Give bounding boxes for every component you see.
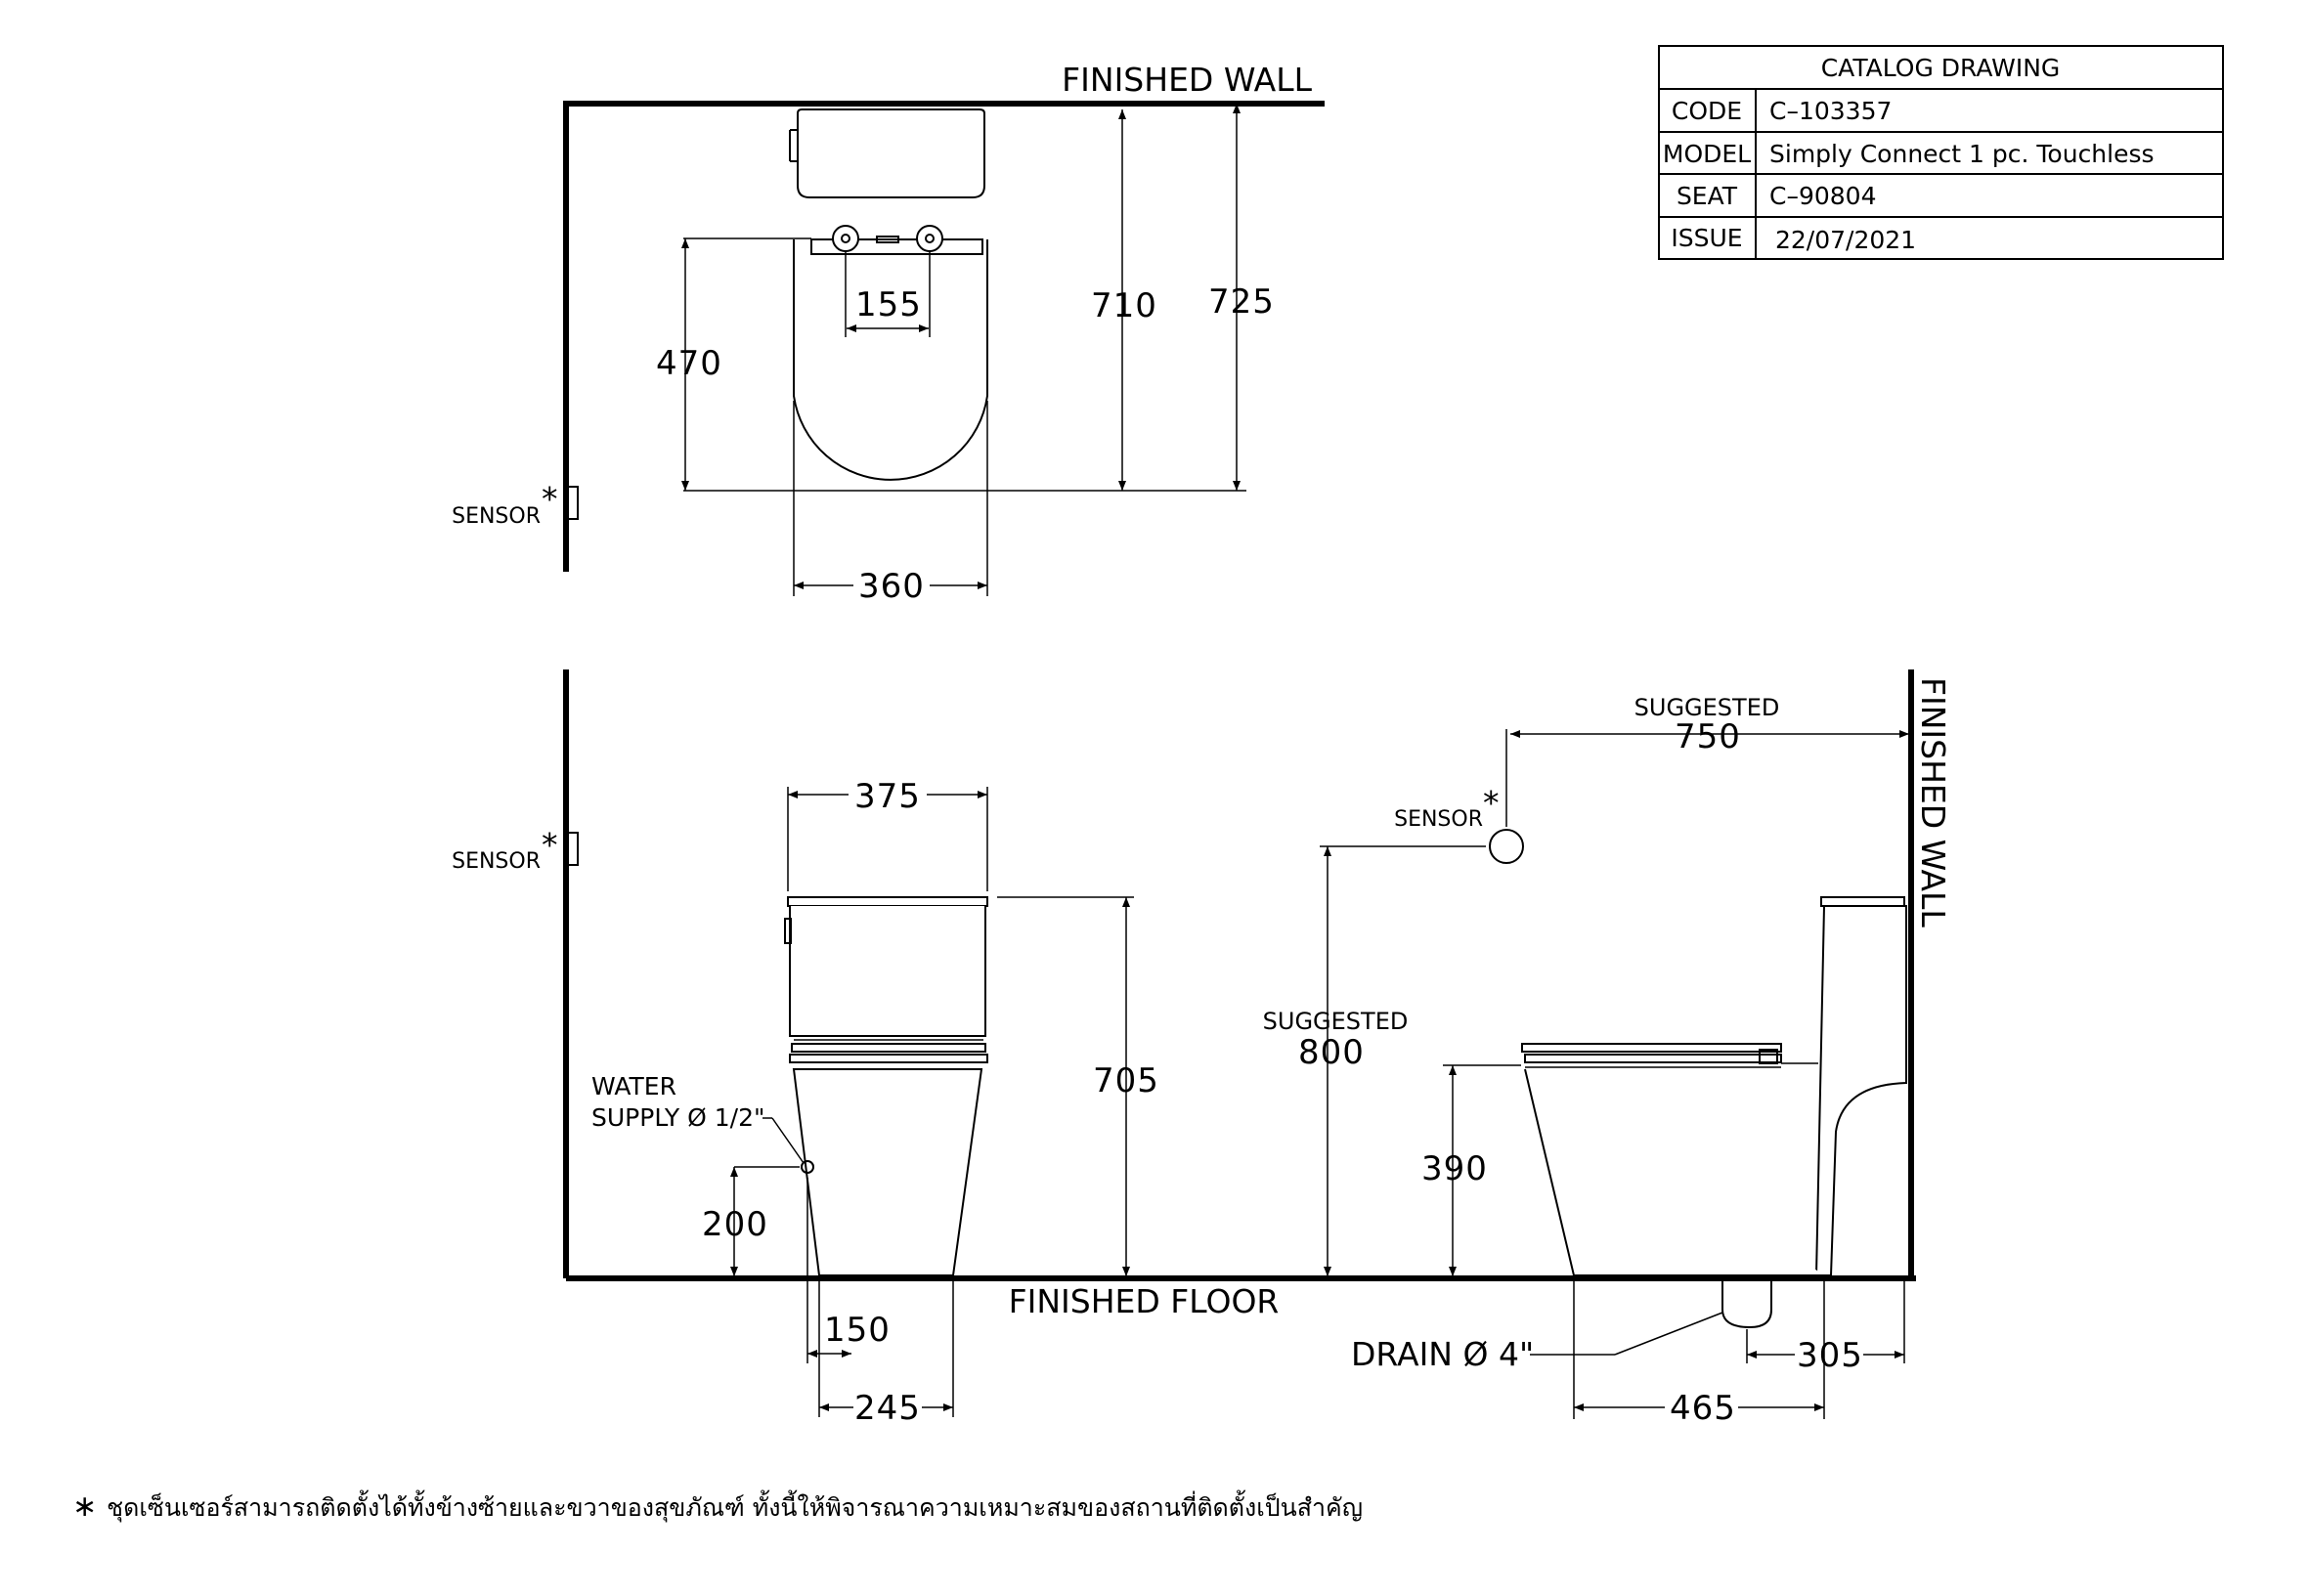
water-supply-label-line2: SUPPLY Ø 1/2" bbox=[591, 1103, 765, 1132]
finished-floor-label: FINISHED FLOOR bbox=[1009, 1282, 1280, 1320]
side-dim-390: 390 bbox=[1421, 1149, 1488, 1188]
front-tank-body bbox=[789, 906, 986, 1037]
code-value: C–103357 bbox=[1769, 97, 1892, 125]
side-view: FINISHED WALL SENSOR * DRAIN Ø 4" bbox=[1263, 669, 1952, 1428]
side-tank-body bbox=[1814, 905, 1907, 1276]
side-hinge bbox=[1759, 1049, 1778, 1064]
water-supply-label-line1: WATER bbox=[591, 1072, 676, 1100]
front-sensor-star-icon: * bbox=[542, 826, 558, 864]
plan-dim-470: 470 bbox=[656, 344, 722, 383]
suggested-label-800: SUGGESTED bbox=[1263, 1008, 1409, 1035]
front-dim-705: 705 bbox=[1093, 1061, 1159, 1100]
front-dim-375: 375 bbox=[854, 777, 921, 816]
footnote: ∗ ชุดเซ็นเซอร์สามารถติดตั้งได้ทั้งข้างซ้า… bbox=[72, 1492, 1363, 1523]
side-dim-800: 800 bbox=[1298, 1033, 1365, 1072]
front-sensor-box bbox=[566, 832, 579, 866]
front-seat-lid bbox=[791, 1043, 986, 1053]
plan-sensor-box bbox=[566, 486, 579, 520]
front-dim-150: 150 bbox=[824, 1311, 891, 1350]
footnote-text: ชุดเซ็นเซอร์สามารถติดตั้งได้ทั้งข้างซ้าย… bbox=[107, 1493, 1364, 1522]
plan-finished-wall-label: FINISHED WALL bbox=[1062, 61, 1312, 99]
suggested-label-750: SUGGESTED bbox=[1634, 694, 1780, 721]
front-view: FINISHED FLOOR SENSOR * WATER SUPPLY Ø 1… bbox=[452, 669, 1916, 1428]
front-dim-245: 245 bbox=[854, 1389, 921, 1428]
plan-bolt-right-icon bbox=[916, 225, 943, 252]
drain-label: DRAIN Ø 4" bbox=[1351, 1335, 1534, 1373]
plan-sensor-star-icon: * bbox=[542, 480, 558, 518]
side-seat-ring bbox=[1524, 1054, 1782, 1063]
title-block: CATALOG DRAWING CODE C–103357 MODEL Simp… bbox=[1658, 45, 2224, 260]
plan-view: FINISHED WALL SENSOR * 155 470 710 72 bbox=[452, 61, 1325, 606]
plan-hinge-bar bbox=[810, 238, 983, 255]
seat-label: SEAT bbox=[1677, 182, 1738, 210]
front-sensor-label: SENSOR bbox=[452, 849, 541, 874]
plan-dim-710: 710 bbox=[1091, 286, 1157, 325]
seat-value: C–90804 bbox=[1769, 182, 1877, 210]
side-dim-750: 750 bbox=[1675, 717, 1741, 756]
plan-dim-725: 725 bbox=[1208, 282, 1275, 322]
drain-pipe bbox=[1721, 1280, 1772, 1329]
side-seat-lid bbox=[1521, 1043, 1782, 1053]
side-sensor-star-icon: * bbox=[1483, 784, 1500, 822]
plan-bowl-outline bbox=[793, 239, 988, 481]
issue-value: 22/07/2021 bbox=[1775, 226, 1916, 254]
front-pedestal bbox=[792, 1068, 983, 1276]
front-dim-200: 200 bbox=[702, 1205, 768, 1244]
side-tank-lid bbox=[1820, 896, 1905, 907]
front-seat-ring bbox=[789, 1054, 988, 1063]
side-sensor-label: SENSOR bbox=[1394, 807, 1483, 832]
plan-dim-360: 360 bbox=[858, 567, 925, 606]
water-supply-icon bbox=[801, 1160, 814, 1174]
title-block-header: CATALOG DRAWING bbox=[1821, 54, 2061, 82]
plan-finished-wall-line bbox=[563, 101, 1325, 572]
plan-tank-cap bbox=[797, 108, 985, 198]
footnote-star-icon: ∗ bbox=[72, 1489, 98, 1524]
plan-bolt-left-icon bbox=[832, 225, 859, 252]
side-bowl-profile bbox=[1524, 1068, 1824, 1276]
front-tank-lid bbox=[787, 896, 988, 907]
plan-sensor-label: SENSOR bbox=[452, 504, 541, 529]
side-sensor-icon bbox=[1489, 829, 1524, 864]
side-dim-465: 465 bbox=[1670, 1389, 1736, 1428]
plan-dim-155: 155 bbox=[855, 285, 922, 324]
code-label: CODE bbox=[1672, 97, 1742, 125]
side-dim-305: 305 bbox=[1797, 1336, 1863, 1375]
issue-label: ISSUE bbox=[1671, 224, 1742, 252]
side-finished-wall-label: FINISHED WALL bbox=[1914, 677, 1952, 927]
model-label: MODEL bbox=[1663, 140, 1751, 168]
model-value: Simply Connect 1 pc. Touchless bbox=[1769, 140, 2155, 168]
